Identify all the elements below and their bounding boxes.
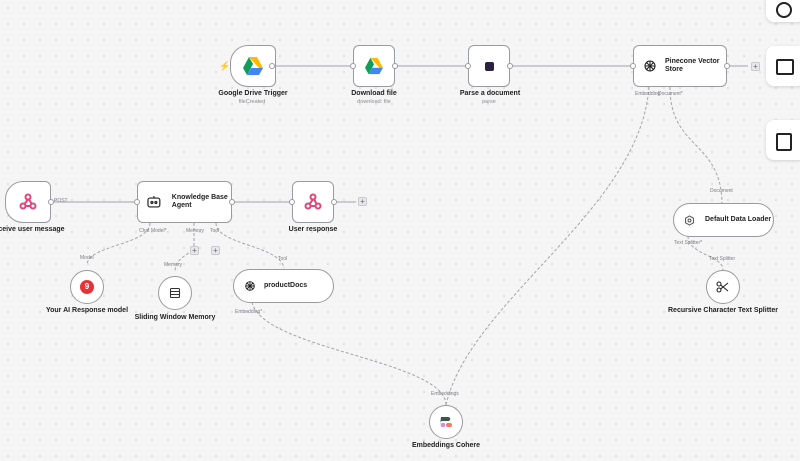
node-title: Sliding Window Memory (134, 314, 216, 321)
input-handle[interactable] (350, 63, 356, 69)
side-panel-sticky-button[interactable] (766, 46, 800, 86)
port-label-memory: Memory (186, 228, 205, 234)
user-response-node[interactable] (292, 181, 334, 223)
default-data-loader-node[interactable]: Default Data Loader (673, 203, 774, 237)
input-handle[interactable] (134, 199, 140, 205)
node-title: User response (288, 226, 338, 233)
knowledge-base-agent-node[interactable]: Knowledge Base Agent (137, 181, 232, 223)
webhook-icon (19, 193, 37, 210)
trigger-bolt-icon: ⚡ (219, 61, 231, 71)
product-docs-node[interactable]: productDocs (233, 269, 334, 303)
port-label-text-splitter: Text Splitter (709, 256, 736, 262)
pinecone-icon (245, 281, 255, 291)
port-label-post: POST (54, 198, 68, 204)
ai-model-icon: 9 (80, 280, 94, 294)
port-label-text-splitter: Text Splitter* (674, 240, 703, 246)
add-tool-button[interactable]: + (211, 246, 220, 255)
port-label-tool: Tool (210, 228, 220, 234)
node-title: Embeddings Cohere (411, 442, 481, 449)
ai-response-model-node[interactable]: 9 (70, 270, 104, 304)
sticky-note-icon (776, 59, 794, 75)
node-title: Google Drive Trigger (218, 90, 288, 97)
output-handle[interactable] (724, 63, 730, 69)
robot-icon (147, 196, 161, 208)
input-handle[interactable] (465, 63, 471, 69)
output-handle[interactable] (48, 199, 54, 205)
side-panel-search-button[interactable] (766, 0, 800, 22)
webhook-icon (304, 193, 322, 210)
node-title: Knowledge Base Agent (171, 193, 228, 210)
sliding-window-memory-node[interactable] (158, 276, 192, 310)
node-title: productDocs (264, 281, 308, 289)
node-title: Parse a document (459, 90, 521, 97)
port-label-document: Document* (658, 91, 683, 97)
output-handle[interactable] (269, 63, 275, 69)
panel-icon (776, 133, 792, 151)
gear-icon (685, 214, 694, 226)
parse-document-node[interactable] (468, 45, 510, 87)
google-drive-trigger-node[interactable] (230, 45, 276, 87)
input-handle[interactable] (630, 63, 636, 69)
google-drive-icon (243, 57, 263, 75)
cohere-icon (440, 417, 452, 428)
node-subtitle: parse (482, 99, 496, 105)
input-handle[interactable] (289, 199, 295, 205)
pinecone-icon (644, 60, 656, 72)
node-title: Your AI Response model (45, 307, 129, 314)
recursive-text-splitter-node[interactable] (706, 270, 740, 304)
receive-user-message-node[interactable] (5, 181, 51, 223)
llamaparse-icon (484, 61, 494, 71)
node-subtitle: download: file (357, 99, 391, 105)
node-title: Recursive Character Text Splitter (668, 307, 778, 314)
embeddings-cohere-node[interactable] (429, 405, 463, 439)
search-icon (776, 2, 792, 18)
node-title: Pinecone Vector Store (665, 57, 720, 74)
port-label-model: Model (80, 255, 94, 261)
output-handle[interactable] (331, 199, 337, 205)
add-node-button[interactable]: + (358, 197, 367, 206)
output-handle[interactable] (507, 63, 513, 69)
port-label-memory: Memory (164, 262, 183, 268)
output-handle[interactable] (229, 199, 235, 205)
add-node-button[interactable]: + (751, 62, 760, 71)
node-subtitle: fileCreated (238, 99, 266, 105)
add-memory-button[interactable]: + (190, 246, 199, 255)
wire-pinecone-embed (445, 86, 650, 406)
port-label-embeddings: Embeddings (431, 391, 459, 397)
wire-product-embed (251, 301, 447, 406)
scissors-icon (716, 281, 729, 293)
node-title: Receive user message (0, 226, 65, 233)
google-drive-icon (365, 57, 383, 75)
node-title: Download file (351, 90, 397, 97)
database-icon (169, 287, 181, 299)
pinecone-vector-store-node[interactable]: Pinecone Vector Store (633, 45, 727, 87)
output-handle[interactable] (392, 63, 398, 69)
port-label-document: Document (710, 188, 733, 194)
port-label-chat-model: Chat Model* (139, 228, 167, 234)
port-label-tool: Tool (278, 256, 288, 262)
download-file-node[interactable] (353, 45, 395, 87)
side-panel-toggle-button[interactable] (766, 120, 800, 160)
port-label-embedding: Embedding (635, 91, 661, 97)
port-label-embedding: Embedding* (235, 309, 263, 315)
node-title: Default Data Loader (705, 215, 772, 223)
